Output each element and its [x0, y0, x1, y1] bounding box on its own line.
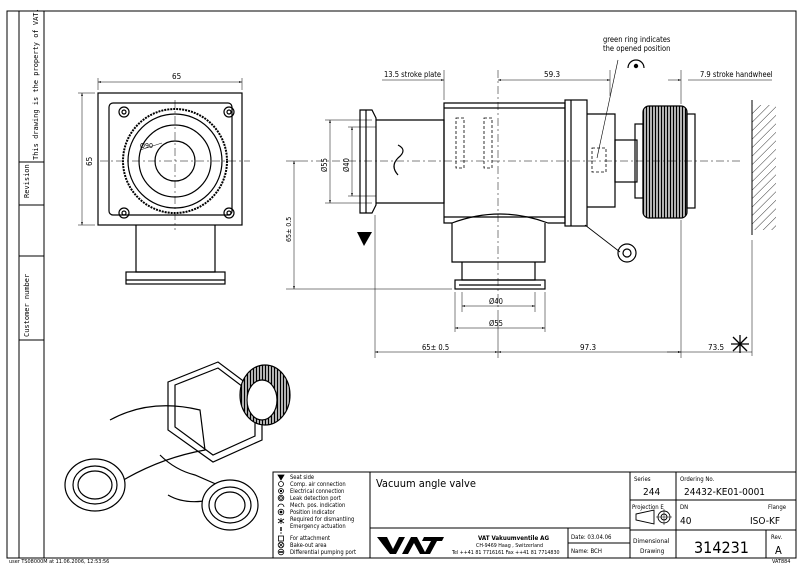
dim-dia-90: Ø90 [140, 142, 153, 150]
legend-item-mech-pos: Mech. pos. indication [290, 503, 345, 509]
left-strip [18, 10, 45, 559]
drawing-title: Vacuum angle valve [376, 477, 476, 490]
dim-stroke-handwheel: 7.9 stroke handwheel [700, 70, 773, 79]
projection-label: Projection E [632, 504, 664, 511]
dismantling-asterisk-icon [731, 335, 749, 353]
series-label: Series [634, 476, 651, 483]
legend-item-attachment: For attachment [290, 536, 330, 542]
rev-label: Rev. [771, 534, 783, 541]
legend-item-air-connection: Comp. air connection [290, 482, 346, 488]
property-note: This drawing is the property of VAT. [32, 8, 40, 160]
dn-label: DN [680, 504, 688, 511]
drawing-date: Date: 03.04.06 [571, 534, 612, 541]
side-view [359, 99, 696, 290]
isometric-view [64, 361, 291, 531]
legend-item-electrical: Electrical connection [290, 489, 344, 495]
dim-len-97-3: 97.3 [580, 343, 596, 352]
dn-value: 40 [680, 516, 692, 527]
front-view [97, 92, 243, 285]
dim-width-65: 65 [172, 72, 181, 81]
dim-dia-55-bottom: Ø55 [489, 319, 503, 328]
dim-dia-55-left: Ø55 [320, 158, 329, 172]
legend-item-bake-out: Bake-out area [290, 543, 327, 549]
legend-symbols [277, 474, 285, 556]
flange-label: Flange [768, 504, 787, 511]
symbol-legend: Seat side Comp. air connection Electrica… [277, 474, 356, 556]
company-name: VAT Vakuumventile AG [478, 535, 549, 542]
position-indicator-icon [627, 59, 645, 69]
legend-item-leak-port: Leak detection port [290, 496, 341, 502]
sheet-code: VAT884 [772, 559, 790, 565]
dimensional-label-2: Drawing [640, 547, 665, 555]
wall-hatch [752, 105, 776, 230]
green-ring-note-line1: green ring indicates [603, 35, 671, 44]
dim-height-65: 65 [85, 157, 94, 166]
ordering-value: 24432-KE01-0001 [684, 487, 765, 498]
dim-stroke-plate: 13.5 stroke plate [384, 70, 441, 79]
legend-item-position-indicator: Position indicator [290, 510, 336, 516]
seat-side-triangle-icon [357, 232, 372, 246]
dim-dia-40-bottom: Ø40 [489, 297, 503, 306]
customer-number-label: Customer number [23, 274, 31, 337]
title-block [272, 471, 797, 559]
dim-height-65-tol: 65± 0.5 [285, 217, 293, 242]
legend-item-dismantling: Required for dismantling [290, 517, 354, 523]
company-address: CH-9469 Haag , Switzerland [476, 543, 543, 549]
vat-logo [377, 537, 444, 554]
company-contact: Tel ++41 81 7716161 Fax ++41 81 7714830 [451, 550, 560, 556]
drawing-author: Name: BCH [571, 548, 602, 555]
series-value: 244 [643, 487, 660, 498]
legend-item-diff-pumping: Differential pumping port [290, 550, 356, 556]
projection-icon [635, 509, 672, 525]
rev-value: A [775, 544, 782, 557]
revision-label: Revision [23, 164, 31, 198]
dim-clear-73-5: 73.5 [708, 343, 724, 352]
drawing-number: 314231 [694, 538, 749, 557]
ordering-label: Ordering No. [680, 476, 715, 483]
green-ring-note-line2: the opened position [603, 44, 670, 53]
dimensional-label-1: Dimensional [633, 537, 670, 545]
flange-value: ISO-KF [750, 516, 780, 527]
footer-user-stamp: user TS08000M at 11.06.2006, 12:53:56 [9, 559, 109, 565]
dim-base-65-tol: 65± 0.5 [422, 343, 449, 352]
dim-len-59-3: 59.3 [544, 70, 560, 79]
legend-item-seat-side: Seat side [290, 475, 314, 481]
dim-dia-40-left: Ø40 [342, 158, 351, 172]
legend-item-emergency: Emergency actuation [290, 524, 346, 530]
